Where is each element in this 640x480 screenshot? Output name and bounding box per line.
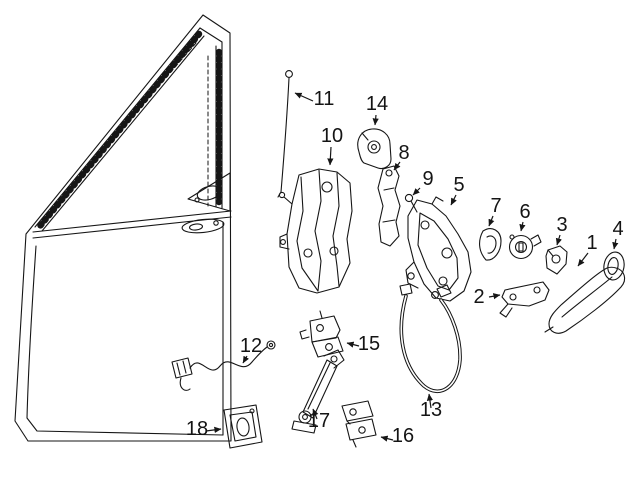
callout-8: 8 [393,142,410,171]
callout-11-label: 11 [314,88,335,110]
callout-5-label: 5 [453,174,464,196]
callout-15: 15 [346,333,380,355]
callout-3-arrow [555,234,562,246]
part-10-door-latch-drawing [278,168,353,294]
mirror-triangle [187,172,231,212]
part-11-lock-rod-drawing [277,70,293,198]
line-art-layer [14,14,626,449]
callout-6: 6 [519,201,531,232]
part-15-upper-hinge-drawing [299,310,344,358]
callout-13-arrow [426,393,434,409]
part-5-handle-carrier-drawing [405,196,472,302]
callout-6-label: 6 [519,201,530,223]
callout-12: 12 [240,335,262,364]
callout-17-arrow [312,408,319,420]
callout-3: 3 [555,214,568,246]
callout-12-arrow [242,355,249,364]
callout-11-arrow [294,92,314,102]
callout-9-label: 9 [422,168,433,190]
callout-layer: 1 2 3 4 5 6 [186,88,624,447]
door-handle-cutout [181,218,225,234]
callout-2-label: 2 [473,286,484,308]
callout-13-label: 13 [420,399,442,421]
part-18-grommet-bracket-drawing [223,404,263,449]
callout-14-arrow [372,114,379,126]
callout-10: 10 [321,125,343,166]
callout-18-label: 18 [186,418,208,440]
callout-10-label: 10 [321,125,343,147]
callout-13: 13 [420,393,442,421]
callout-8-label: 8 [398,142,409,164]
callout-4-label: 4 [612,218,623,240]
callout-15-label: 15 [358,333,380,355]
callout-16-arrow [380,435,394,442]
callout-16: 16 [380,425,414,447]
part-17-door-check-drawing [291,349,345,434]
callout-18-arrow [205,426,222,433]
callout-1: 1 [577,232,598,267]
callout-7: 7 [488,195,502,227]
callout-7-label: 7 [490,195,501,217]
part-8-support-bracket-drawing [377,165,401,247]
callout-10-arrow [327,146,334,166]
callout-9: 9 [412,168,434,196]
callout-16-label: 16 [392,425,414,447]
part-12-door-cable-drawing [171,340,276,391]
callout-7-arrow [488,215,495,227]
callout-15-arrow [346,341,360,348]
part-16-lower-hinge-drawing [341,400,377,448]
callout-4: 4 [612,218,624,250]
callout-1-arrow [577,252,589,267]
part-4-handle-end-cap-drawing [603,251,625,281]
callout-2: 2 [473,286,501,308]
part-7-gasket-drawing [479,228,502,261]
part-1-outer-door-handle-drawing [544,266,626,334]
callout-17-label: 17 [308,410,330,432]
part-14-bracket-drawing [357,128,392,170]
callout-1-label: 1 [586,232,597,254]
callout-11: 11 [294,88,335,110]
part-2-handle-base-drawing [499,281,550,318]
callout-18: 18 [186,418,222,440]
callout-5-arrow [450,194,457,206]
callout-3-label: 3 [556,214,567,236]
part-9-screw-drawing [404,193,418,213]
callout-12-label: 12 [240,335,262,357]
door-panel-drawing [14,14,232,442]
callout-4-arrow [612,238,619,250]
callout-14: 14 [366,93,388,126]
callout-9-arrow [412,187,421,196]
part-6-lock-cylinder-drawing [508,234,542,260]
callout-17: 17 [308,408,330,432]
callout-14-label: 14 [366,93,388,115]
part-13-bowden-cable-drawing [399,283,462,393]
part-3-cylinder-clip-drawing [545,245,568,275]
callout-2-arrow [488,293,501,300]
callout-8-arrow [393,161,401,171]
callout-5: 5 [450,174,465,206]
callout-6-arrow [519,221,526,232]
